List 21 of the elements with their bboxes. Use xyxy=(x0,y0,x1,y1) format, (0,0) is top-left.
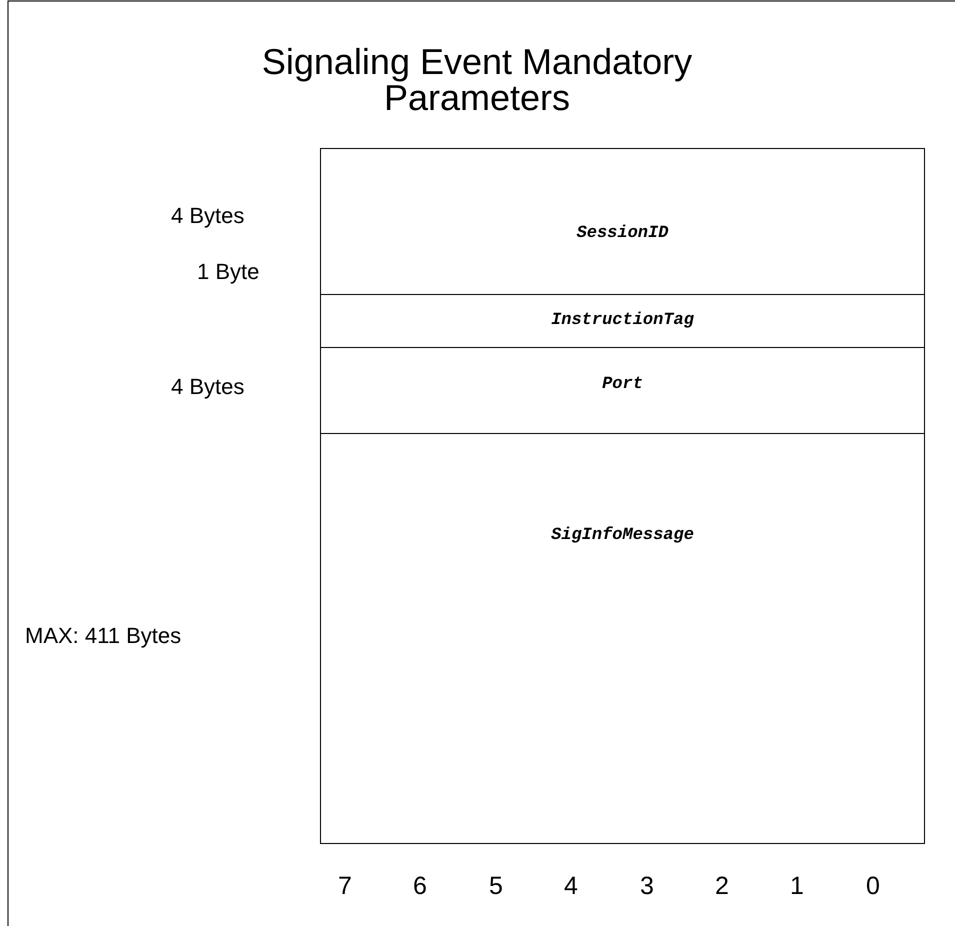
field-name: Port xyxy=(601,375,644,394)
size-label: 4 Bytes xyxy=(171,203,244,229)
bit-number: 3 xyxy=(639,872,655,901)
bit-number: 1 xyxy=(789,872,805,901)
field-row xyxy=(320,293,925,348)
field-name: InstructionTag xyxy=(550,311,695,330)
field-row xyxy=(320,148,925,295)
field-row xyxy=(320,432,925,844)
bit-number: 7 xyxy=(337,872,353,901)
size-label: 4 Bytes xyxy=(171,374,244,400)
field-name: SessionID xyxy=(576,224,670,243)
bit-number: 4 xyxy=(563,872,579,901)
size-label: MAX: 411 Bytes xyxy=(25,623,182,649)
size-label: 1 Byte xyxy=(197,259,260,285)
bit-number: 2 xyxy=(714,872,730,901)
bit-number: 6 xyxy=(412,872,428,901)
diagram-title: Signaling Event Mandatory Parameters xyxy=(260,44,694,116)
bit-number: 0 xyxy=(865,872,881,901)
bit-number: 5 xyxy=(488,872,504,901)
field-name: SigInfoMessage xyxy=(550,526,695,545)
field-row xyxy=(320,346,925,434)
